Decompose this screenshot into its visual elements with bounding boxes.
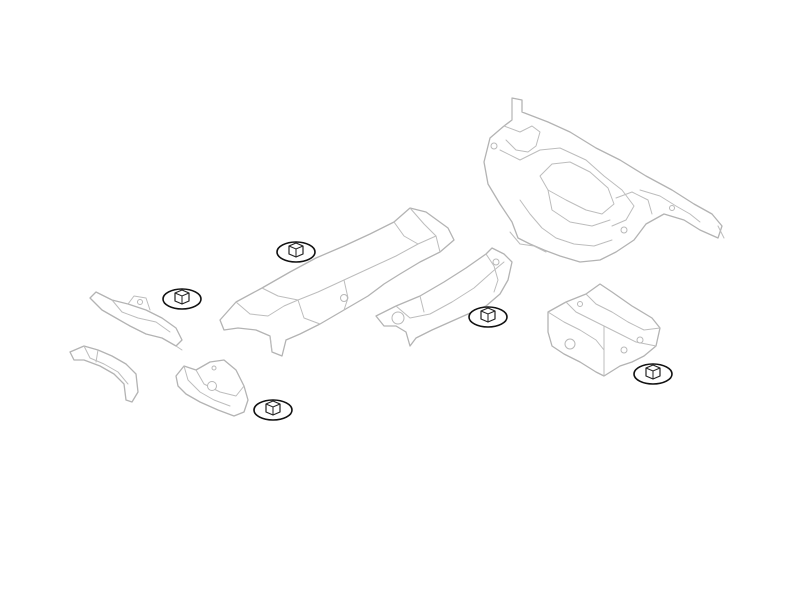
left-bracket-lower: [69, 345, 139, 403]
flange-nut: [253, 399, 293, 421]
battery-tray-bracket: [547, 283, 661, 377]
right-bracket-rail: [375, 247, 513, 347]
left-bracket-upper: [89, 291, 183, 351]
flange-nut: [162, 288, 202, 310]
rear-frame-crossmember: [483, 97, 725, 263]
flange-nut: [633, 363, 673, 385]
small-mounting-bracket: [175, 359, 249, 417]
center-heat-shield: [219, 207, 455, 357]
flange-nut: [468, 306, 508, 328]
flange-nut: [276, 241, 316, 263]
